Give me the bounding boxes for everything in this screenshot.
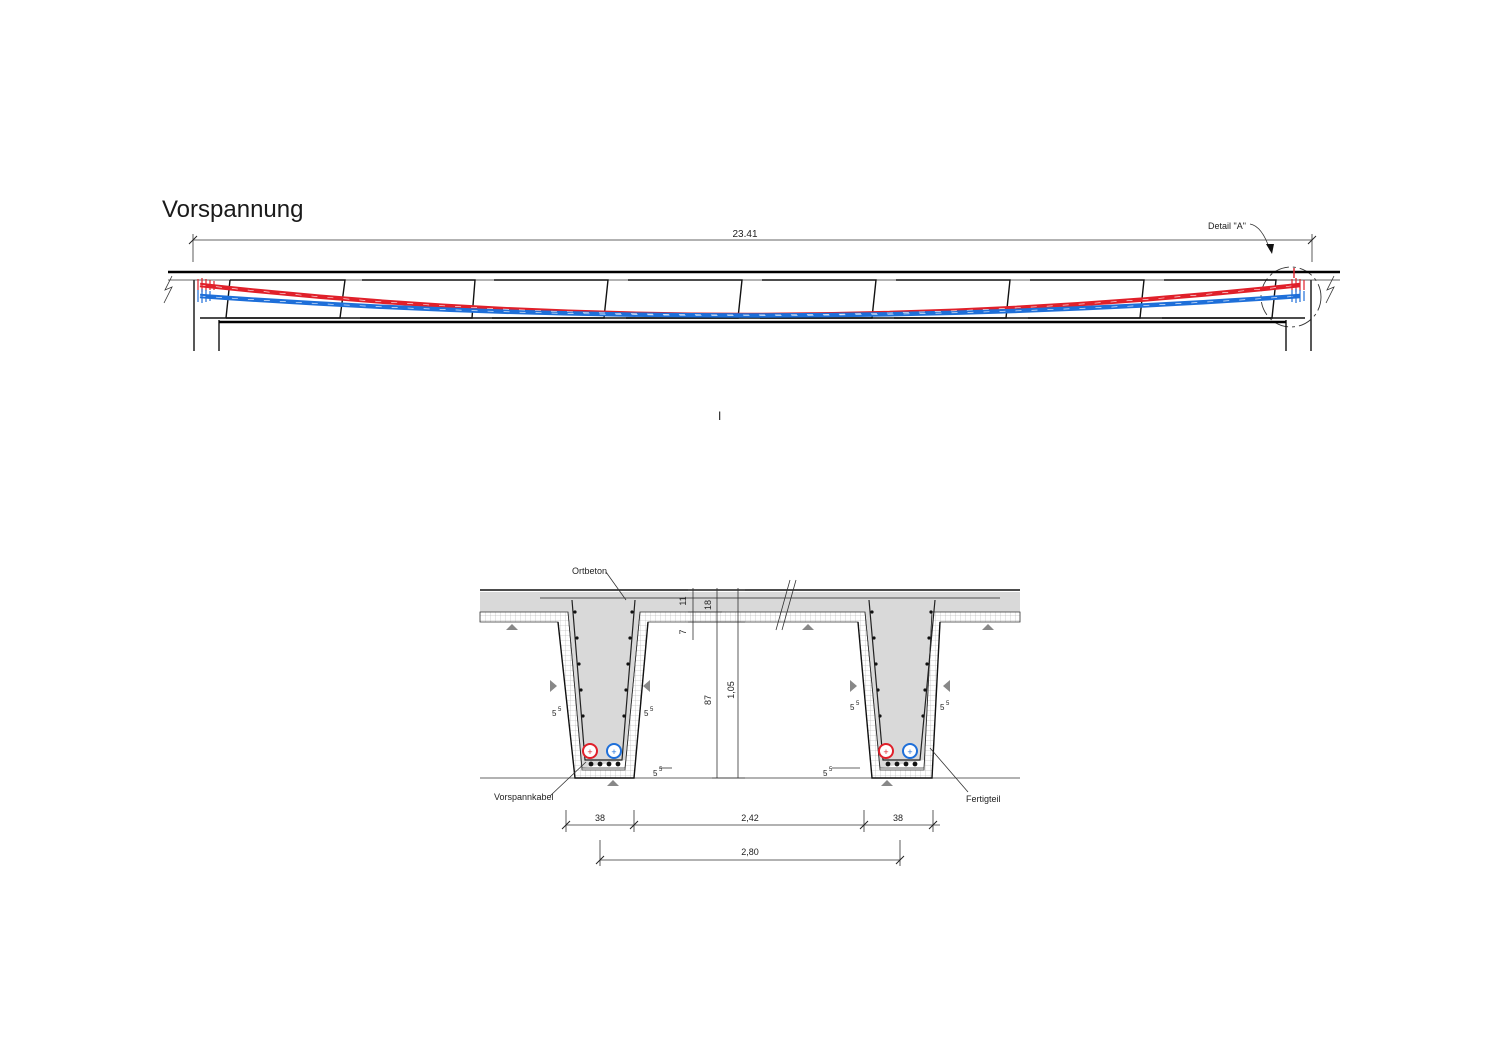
svg-text:1,05: 1,05 [726,681,736,699]
svg-text:87: 87 [703,695,713,705]
svg-text:2,80: 2,80 [741,847,759,857]
svg-text:5: 5 [644,709,649,718]
anchor-right [1291,268,1305,303]
svg-text:5: 5 [659,767,663,773]
tendon-ducts: + + + + [582,743,918,759]
cross-section-view: + + + + [479,566,1021,866]
svg-text:5: 5 [558,707,562,713]
support-markers [506,624,994,786]
svg-text:11: 11 [678,596,688,605]
anchor-left [197,278,215,303]
page-marker: I [718,409,721,423]
rebar-bars [573,610,933,767]
elevation-view: 23.41 Detail "A" [163,221,1340,423]
svg-text:5: 5 [850,703,855,712]
detail-leader [1249,223,1271,251]
svg-text:5: 5 [823,769,828,778]
span-dimension-text: 23.41 [732,229,757,240]
svg-text:38: 38 [595,813,605,823]
label-ortbeton: Ortbeton [572,566,607,576]
section-break [775,579,797,631]
break-right [1325,275,1335,304]
svg-text:+: + [907,747,912,757]
label-vorspannkabel: Vorspannkabel [494,792,554,802]
svg-text:5: 5 [940,703,945,712]
svg-text:5: 5 [653,769,658,778]
horizontal-dimensions: 38 2,42 38 2,80 [561,810,940,866]
label-fertigteil: Fertigteil [966,794,1001,804]
drawing-title: Vorspannung [162,196,304,223]
svg-text:2,42: 2,42 [741,813,759,823]
svg-text:18: 18 [703,600,713,610]
ortbeton-fill [480,592,1020,768]
svg-text:5: 5 [829,767,833,773]
svg-text:+: + [587,747,592,757]
svg-text:5: 5 [856,701,860,707]
svg-text:7: 7 [678,629,688,634]
vertical-dimensions: 11 18 7 87 1,05 [678,588,745,779]
tendon-red [199,282,1301,318]
slab-voids [225,279,1277,319]
svg-text:38: 38 [893,813,903,823]
svg-text:+: + [883,747,888,757]
detail-label: Detail "A" [1208,221,1246,231]
svg-text:5: 5 [650,707,654,713]
svg-text:5: 5 [552,709,557,718]
cover-dimensions: 5 5 5 5 5 5 5 5 5 5 5 5 [552,701,950,778]
svg-text:5: 5 [946,701,950,707]
break-left [163,275,173,304]
svg-text:+: + [611,747,616,757]
